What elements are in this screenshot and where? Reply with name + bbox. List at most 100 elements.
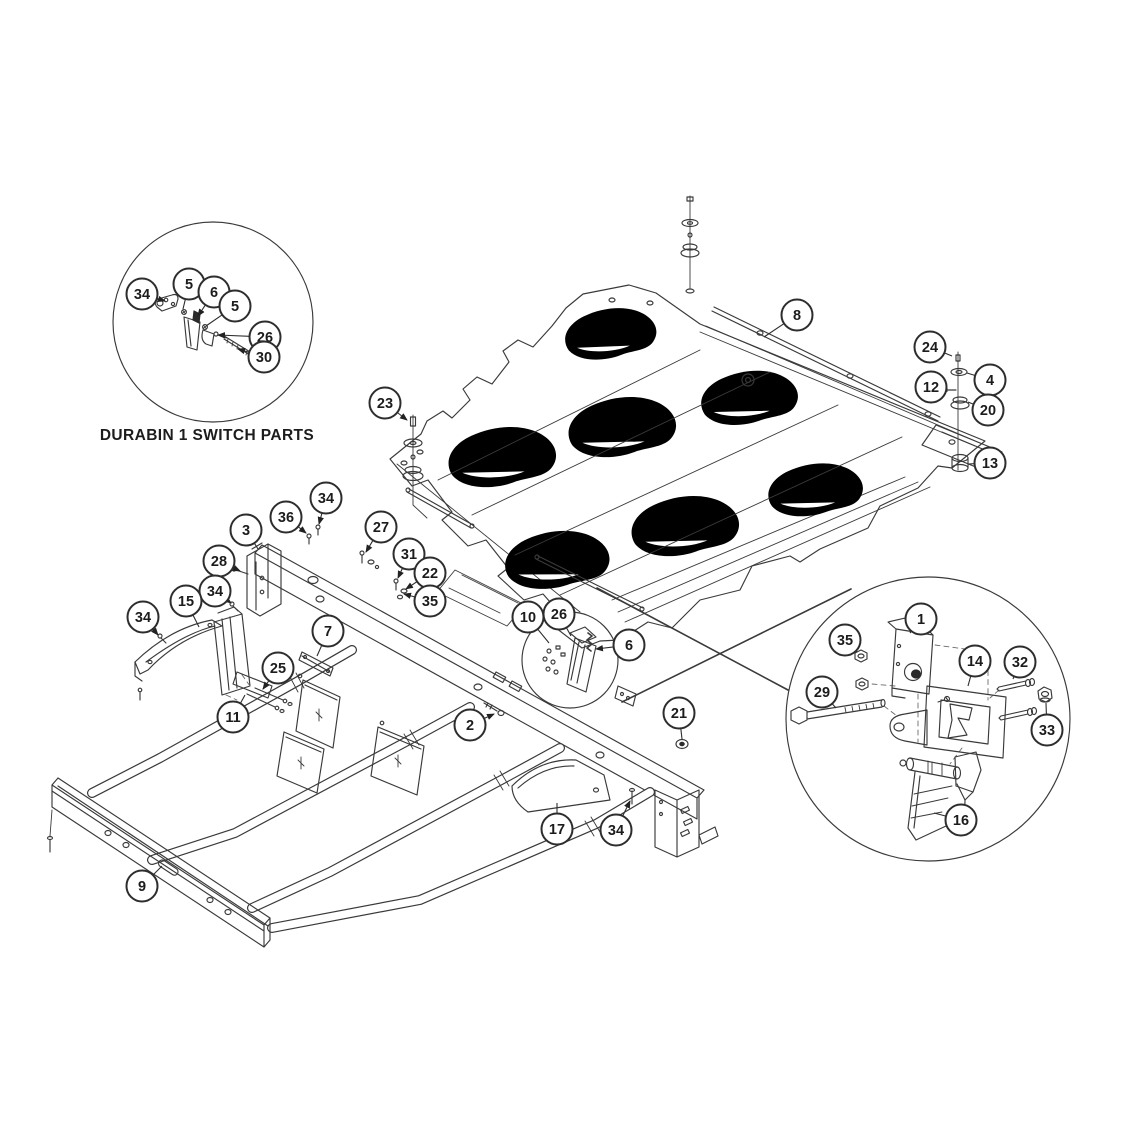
callout-36: 36 <box>269 500 307 534</box>
tie-rod-lower <box>405 487 645 612</box>
front-rail-9 <box>46 777 271 948</box>
callout-34: 34 <box>309 481 343 525</box>
svg-text:4: 4 <box>986 373 994 389</box>
svg-text:9: 9 <box>138 879 146 895</box>
callout-13: 13 <box>967 446 1007 480</box>
svg-text:6: 6 <box>210 285 218 301</box>
callout-1: 1 <box>904 602 938 636</box>
bed-bolt-stack-top <box>680 195 700 294</box>
callout-28: 28 <box>202 544 241 578</box>
nut-33 <box>1037 686 1053 703</box>
svg-text:11: 11 <box>225 710 240 726</box>
callout-5: 5 <box>205 289 252 327</box>
cargo-bed <box>389 284 1003 649</box>
svg-text:34: 34 <box>207 584 223 600</box>
svg-text:1: 1 <box>917 612 925 628</box>
callout-11: 11 <box>216 694 250 734</box>
rear-corner-post <box>654 789 719 858</box>
callout-16: 16 <box>933 803 978 837</box>
svg-text:16: 16 <box>953 813 969 829</box>
nuts-35 <box>854 649 869 691</box>
callout-34: 34 <box>126 600 160 636</box>
svg-text:30: 30 <box>256 350 272 366</box>
rail-fasteners <box>229 524 689 805</box>
callout-23: 23 <box>368 386 408 421</box>
svg-text:21: 21 <box>671 706 687 722</box>
svg-text:5: 5 <box>185 277 193 293</box>
callout-25: 25 <box>261 651 295 690</box>
bracket-17 <box>511 759 611 813</box>
callout-14: 14 <box>958 644 992 687</box>
callout-2: 2 <box>453 708 495 742</box>
svg-text:2: 2 <box>466 718 474 734</box>
bracket-3 <box>246 542 282 617</box>
callout-10: 10 <box>511 600 550 644</box>
svg-text:3: 3 <box>242 523 250 539</box>
callout-8: 8 <box>763 298 814 338</box>
svg-text:31: 31 <box>401 547 417 563</box>
rear-rail <box>254 544 705 820</box>
bed-bolt-stack-left <box>402 414 428 519</box>
callout-34: 34 <box>198 574 232 608</box>
callout-31: 31 <box>392 537 426 579</box>
callout-7: 7 <box>311 614 345 657</box>
svg-text:8: 8 <box>793 308 801 324</box>
bracket-25 <box>232 671 293 714</box>
svg-text:23: 23 <box>377 396 393 412</box>
callout-3: 3 <box>229 513 263 550</box>
callout-15: 15 <box>169 584 203 628</box>
svg-text:34: 34 <box>134 287 150 303</box>
svg-text:5: 5 <box>231 299 239 315</box>
tie-rod-8 <box>711 306 941 422</box>
bolts-32 <box>996 677 1038 721</box>
bracket-15 <box>134 606 251 701</box>
flat-bar-7 <box>298 651 334 677</box>
svg-text:34: 34 <box>135 610 151 626</box>
bed-bolt-stack-right <box>946 351 970 473</box>
svg-text:25: 25 <box>270 661 286 677</box>
bracket-14 <box>889 685 1007 759</box>
callout-29: 29 <box>805 675 839 709</box>
svg-text:17: 17 <box>549 822 565 838</box>
bolt-29 <box>790 698 886 725</box>
callout-32: 32 <box>1003 645 1037 680</box>
latch-detail-inset <box>785 576 1071 862</box>
latch-block-1 <box>887 615 934 699</box>
callout-9: 9 <box>125 865 163 903</box>
grommet-21 <box>675 738 689 750</box>
svg-text:15: 15 <box>178 594 194 610</box>
svg-text:26: 26 <box>551 607 567 623</box>
svg-text:33: 33 <box>1039 723 1055 739</box>
svg-text:35: 35 <box>422 594 438 610</box>
svg-text:36: 36 <box>278 510 294 526</box>
svg-text:32: 32 <box>1012 655 1028 671</box>
switch-parts-inset: DURABIN 1 SWITCH PARTS <box>100 221 314 444</box>
zoom-wedge-lines <box>596 587 852 703</box>
frame-plates <box>276 673 425 796</box>
callout-34: 34 <box>125 277 166 311</box>
callout-12: 12 <box>914 370 948 404</box>
svg-text:34: 34 <box>608 823 624 839</box>
callout-21: 21 <box>662 696 696 740</box>
callout-24: 24 <box>913 330 953 364</box>
svg-text:28: 28 <box>211 554 227 570</box>
svg-text:10: 10 <box>520 610 536 626</box>
bushing-13 <box>951 453 969 473</box>
callout-35: 35 <box>403 584 447 618</box>
svg-text:22: 22 <box>422 566 438 582</box>
svg-text:35: 35 <box>837 633 853 649</box>
svg-text:7: 7 <box>324 624 332 640</box>
callout-20: 20 <box>967 393 1005 427</box>
callout-30: 30 <box>237 340 281 374</box>
callout-27: 27 <box>364 510 398 553</box>
callout-26: 26 <box>542 597 576 637</box>
svg-text:6: 6 <box>625 638 633 654</box>
svg-text:20: 20 <box>980 403 996 419</box>
svg-text:14: 14 <box>967 654 983 670</box>
svg-text:29: 29 <box>814 685 830 701</box>
callout-4: 4 <box>966 363 1007 397</box>
bed-outline <box>389 284 986 649</box>
